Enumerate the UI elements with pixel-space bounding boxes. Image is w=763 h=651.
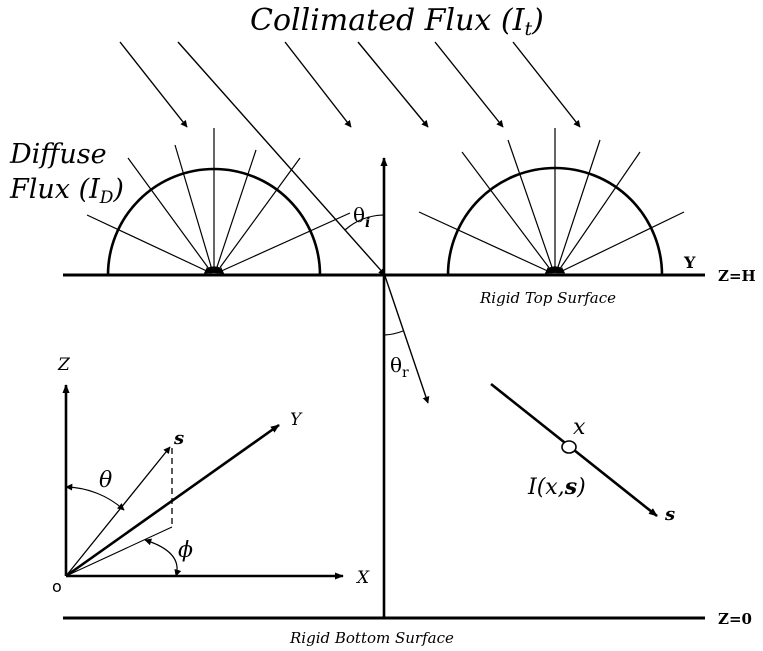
s-vector xyxy=(65,446,171,577)
diffuse-ray xyxy=(86,214,212,274)
diffuse-ray xyxy=(557,211,685,274)
phi-ray xyxy=(65,526,173,577)
z-0-label: Z=0 xyxy=(718,610,752,628)
diffuse-ray xyxy=(556,151,641,274)
collimated-arrows xyxy=(119,41,581,276)
top-surface-label: Rigid Top Surface xyxy=(479,289,616,307)
coordinate-system xyxy=(62,384,344,580)
theta-label: θ xyxy=(99,468,112,493)
theta-r-label: θr xyxy=(390,353,409,381)
diffuse-ray xyxy=(213,149,257,274)
left-hemisphere xyxy=(86,128,351,276)
theta-i-arc xyxy=(344,214,385,231)
diffuse-ray xyxy=(127,157,213,274)
theta-arc xyxy=(65,483,125,511)
intensity-label: I(x,s) xyxy=(527,474,586,500)
diffuse-ray xyxy=(507,139,556,274)
origin-label: o xyxy=(52,577,62,596)
phi-label: ϕ xyxy=(178,538,193,563)
diffuse-flux-label: Flux (ID) xyxy=(9,174,124,208)
s-vector-label: s xyxy=(173,428,184,449)
phi-arc xyxy=(144,538,182,577)
diffuse-ray xyxy=(554,139,601,274)
point-x-label: x xyxy=(573,415,586,440)
diffuse-ray xyxy=(215,157,301,274)
z-label: Z xyxy=(57,355,71,375)
x-label: X xyxy=(355,568,370,588)
collimated-arrow xyxy=(357,41,429,128)
point-marker xyxy=(561,440,577,454)
diffuse-ray xyxy=(461,151,554,274)
collimated-arrow xyxy=(512,41,581,128)
diffuse-ray xyxy=(216,212,351,274)
diffuse-label: Diffuse xyxy=(9,139,107,170)
y-label: Y xyxy=(290,410,303,430)
diffuse-ray xyxy=(174,144,215,274)
collimated-flux-title: Collimated Flux (It) xyxy=(250,3,544,40)
refracted-ray xyxy=(384,275,430,404)
theta-r-arc xyxy=(383,330,404,336)
collimated-arrow xyxy=(284,41,352,128)
top-axis-label: Y xyxy=(683,253,696,272)
theta-i-label: θi xyxy=(353,203,370,231)
bottom-surface-label: Rigid Bottom Surface xyxy=(289,629,454,647)
right-hemisphere xyxy=(418,128,685,276)
z-h-label: Z=H xyxy=(718,267,756,285)
incident-ray xyxy=(177,41,386,276)
diffuse-ray xyxy=(418,211,553,274)
collimated-arrow xyxy=(119,41,188,128)
ray-s-label: s xyxy=(664,504,675,525)
collimated-arrow xyxy=(434,41,504,128)
